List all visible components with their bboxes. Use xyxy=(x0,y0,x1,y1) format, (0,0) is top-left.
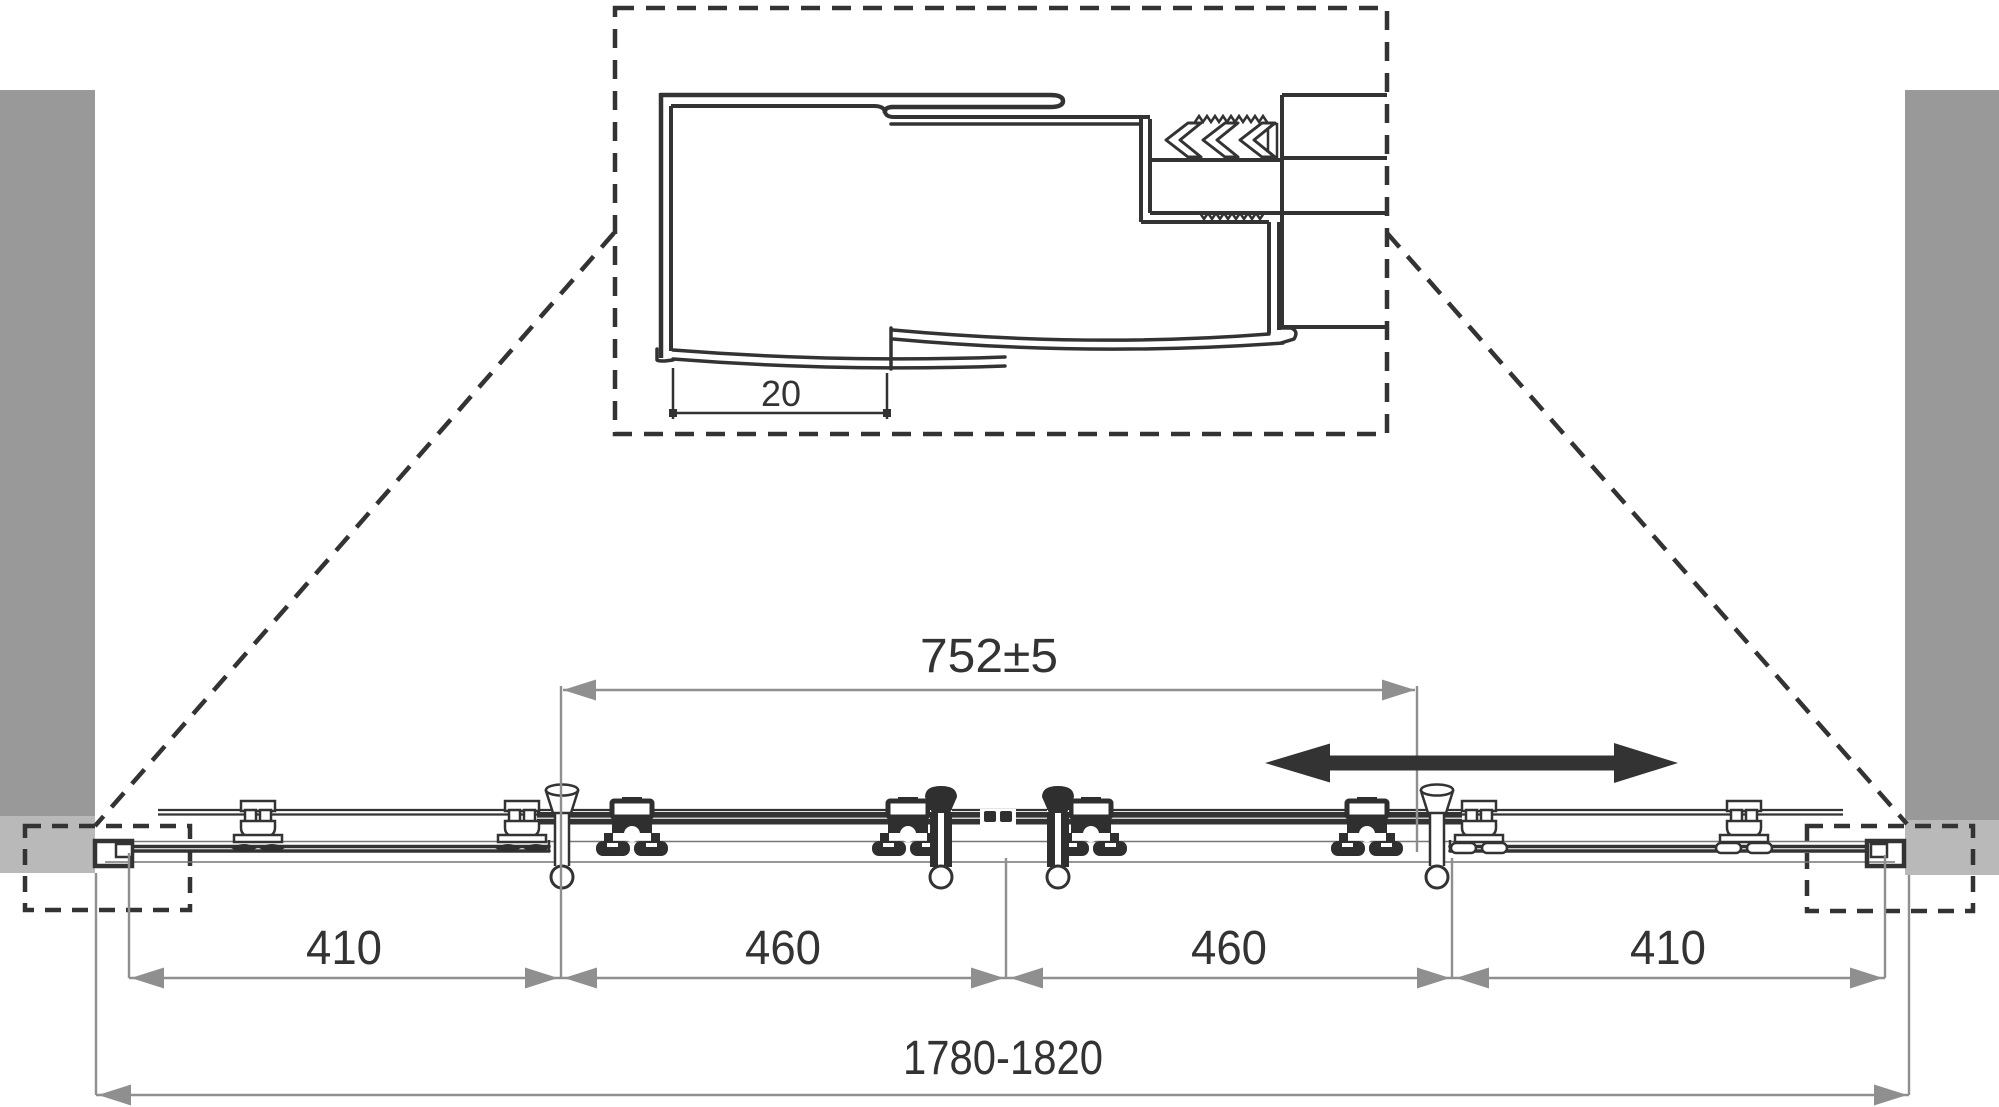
dimensions: 752±5 410 460 460 410 1780-1820 xyxy=(94,630,1911,1106)
detail-source-box-left xyxy=(22,823,193,913)
dimension-segments: 410 460 460 410 xyxy=(129,922,1885,989)
serration-bottom xyxy=(1198,210,1266,222)
dimension-20: 20 xyxy=(669,368,891,419)
profile-flange-step xyxy=(883,111,1150,119)
dimension-410-right-label: 410 xyxy=(1630,922,1706,975)
roller-carriage-fixed-left xyxy=(231,799,285,852)
dimension-752: 752±5 xyxy=(563,630,1415,701)
dimension-20-label: 20 xyxy=(761,373,801,414)
serration-top xyxy=(1193,113,1269,125)
center-stopper xyxy=(980,809,1016,826)
dimension-752-label: 752±5 xyxy=(920,630,1058,683)
right-wall xyxy=(1905,90,1999,875)
dimension-overall-label: 1780-1820 xyxy=(903,1032,1103,1085)
magnet-seal-chevrons xyxy=(1164,121,1279,159)
detail-callout-box xyxy=(612,5,1390,437)
leader-line-left xyxy=(93,231,616,828)
profile-detail-view: 20 xyxy=(655,92,1387,419)
dimension-460-right-label: 460 xyxy=(1191,922,1267,975)
wall-bracket-left xyxy=(92,838,135,869)
profile-flange-upper xyxy=(671,104,887,113)
dimension-410-left-label: 410 xyxy=(306,922,382,975)
pocket-foot xyxy=(1277,326,1298,345)
detail-source-box-right xyxy=(1804,823,1976,914)
roller-carriage-dark-4 xyxy=(1331,797,1403,856)
door-knob-white-right xyxy=(1419,783,1455,890)
slide-direction-arrow xyxy=(1265,743,1678,783)
roller-carriage-white-left xyxy=(495,799,549,852)
left-wall xyxy=(0,90,95,873)
detail-right-block xyxy=(1280,93,1387,329)
fixed-glass-left-edge xyxy=(131,840,551,853)
leader-line-right xyxy=(1385,231,1909,826)
dimension-overall: 1780-1820 xyxy=(96,1032,1909,1106)
track-assembly xyxy=(92,783,1907,890)
detail-bottom-glass-strips xyxy=(655,326,1285,371)
roller-carriage-dark-1 xyxy=(596,797,668,856)
right-wall-highlight xyxy=(1905,820,1999,875)
dimension-460-left-label: 460 xyxy=(745,922,821,975)
profile-top-bar xyxy=(660,92,1066,114)
